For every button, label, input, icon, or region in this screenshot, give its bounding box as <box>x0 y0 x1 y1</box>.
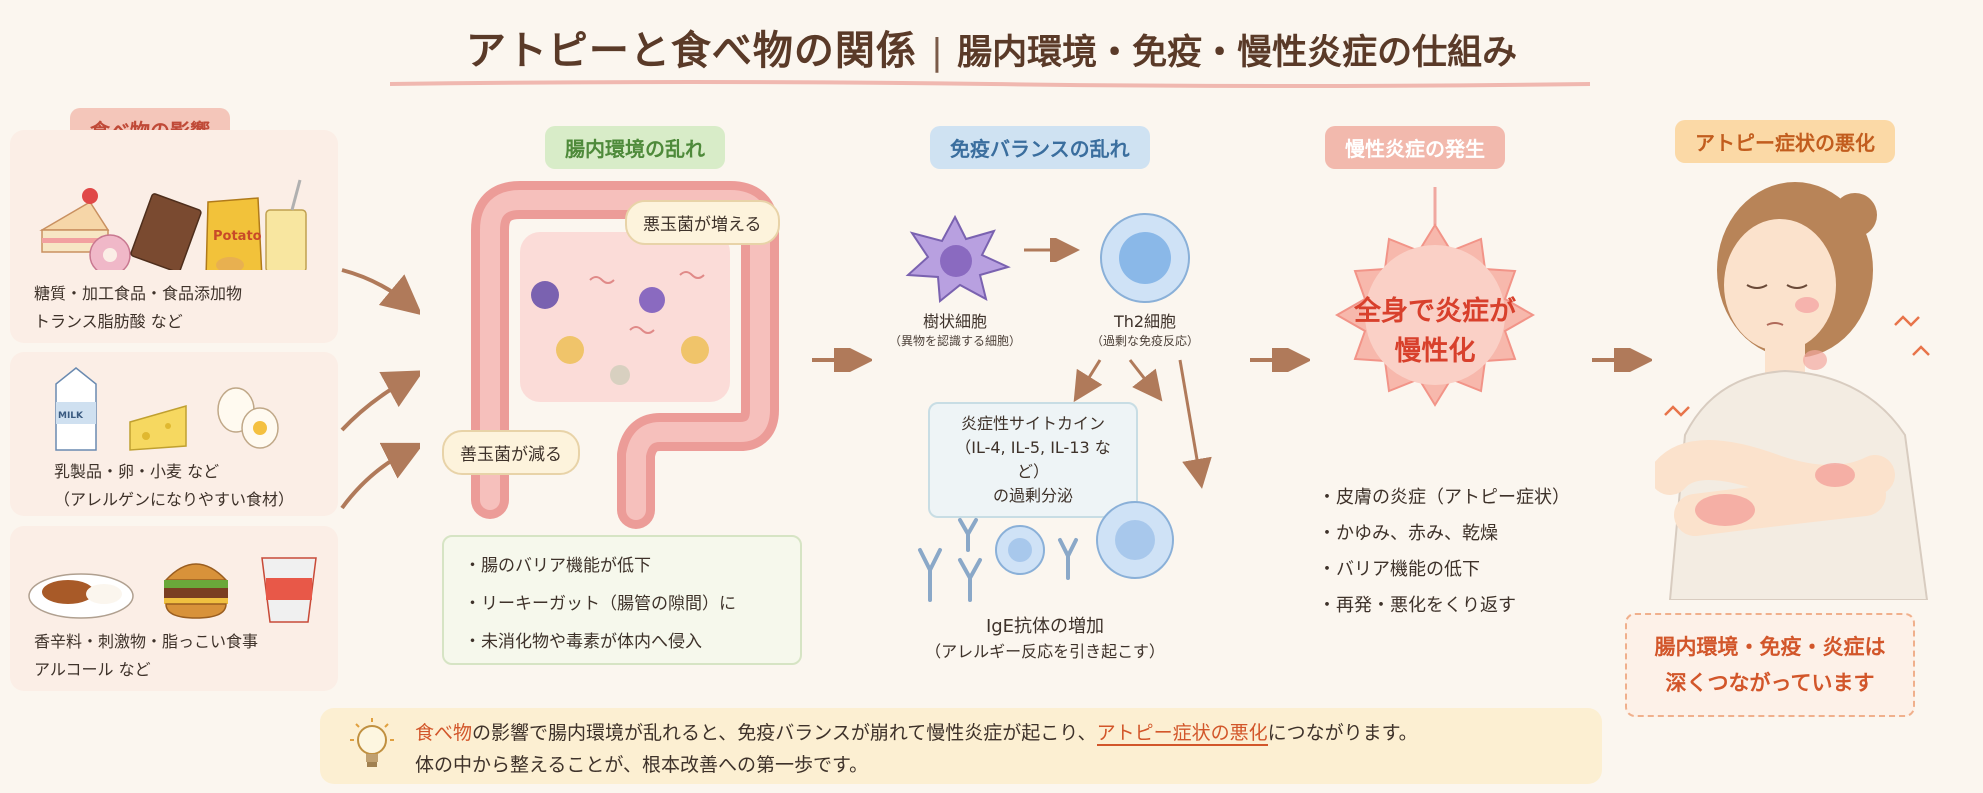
ige-label: IgE抗体の増加 <box>985 616 1105 637</box>
gut-note: ・未消化物や毒素が体内へ侵入 <box>464 632 702 652</box>
gut-note: ・腸のバリア機能が低下 <box>464 556 651 576</box>
food-group-sugar-text: 糖質・加工食品・食品添加物 トランス脂肪酸 など <box>34 280 242 336</box>
inflammation-burst-icon <box>1334 187 1536 407</box>
food-group-sugar-line2: トランス脂肪酸 など <box>34 312 183 331</box>
burst-line: 慢性化 <box>1394 336 1476 367</box>
potato-package-label: Potato <box>213 229 262 244</box>
inflammation-bullet: ・バリア機能の低下 <box>1318 559 1480 580</box>
itching-person-illustration <box>1655 182 1930 600</box>
food-group-allergen: MILK 乳製品・卵・小麦 など （アレルゲンになりやすい食材） <box>10 352 338 516</box>
weak-bacteria-icon <box>610 365 630 385</box>
conclusion-line: 深くつながっています <box>1665 671 1875 695</box>
inflammation-bullet: ・再発・悪化をくり返す <box>1318 595 1516 616</box>
title-sub: 腸内環境・免疫・慢性炎症の仕組み <box>957 33 1518 73</box>
food-group-spicy-line1: 香辛料・刺激物・脂っこい食事 <box>34 632 259 651</box>
footer-highlight-food: 食べ物 <box>415 722 473 744</box>
footer-text: の影響で腸内環境が乱れると、免疫バランスが崩れて慢性炎症が起こり、 <box>472 722 1097 744</box>
milk-carton-label: MILK <box>58 411 84 421</box>
immune-to-inflammation-arrow <box>1250 348 1310 372</box>
inflammation-bullets: ・皮膚の炎症（アトピー症状） ・かゆみ、赤み、乾燥 ・バリア機能の低下 ・再発・… <box>1318 480 1570 624</box>
food-group-allergen-line1: 乳製品・卵・小麦 など <box>54 462 220 481</box>
food-group-spicy-text: 香辛料・刺激物・脂っこい食事 アルコール など <box>34 628 258 684</box>
bad-bacteria-icon <box>531 281 559 309</box>
inflammation-bullet: ・皮膚の炎症（アトピー症状） <box>1318 487 1570 508</box>
gut-header: 腸内環境の乱れ <box>545 126 725 169</box>
allergen-foods-illustration: MILK <box>55 367 279 451</box>
ige-sub: （アレルギー反応を引き起こす） <box>925 642 1165 661</box>
conclusion-box: 腸内環境・免疫・炎症は 深くつながっています <box>1625 613 1915 717</box>
th2-cell-sub: （過剰な免疫反応） <box>1090 334 1199 348</box>
cytokine-line: 炎症性サイトカイン <box>960 414 1105 433</box>
inflammation-bullet: ・かゆみ、赤み、乾燥 <box>1318 523 1498 544</box>
food-group-spicy: 香辛料・刺激物・脂っこい食事 アルコール など <box>10 526 338 691</box>
dendritic-to-th2-arrow <box>1024 238 1080 262</box>
footer-line1: 食べ物の影響で腸内環境が乱れると、免疫バランスが崩れて慢性炎症が起こり、アトピー… <box>415 718 1418 746</box>
processed-foods-illustration: Potato <box>39 179 307 270</box>
food-group-allergen-text: 乳製品・卵・小麦 など （アレルゲンになりやすい食材） <box>54 458 294 514</box>
dendritic-cell-icon <box>905 214 1011 303</box>
food-to-gut-arrows <box>340 268 420 510</box>
lightbulb-icon <box>350 718 394 767</box>
title-main: アトピーと食べ物の関係 <box>465 28 917 74</box>
good-bacteria-bubble: 善玉菌が減る <box>442 430 580 475</box>
food-group-spicy-line2: アルコール など <box>34 660 151 679</box>
inflammation-to-symptoms-arrow <box>1592 348 1652 372</box>
th2-cell-icon <box>1100 213 1190 303</box>
good-bacteria-icon <box>681 336 709 364</box>
footer-highlight-symptom: アトピー症状の悪化 <box>1096 722 1268 746</box>
cytokine-line: （IL-4, IL-5, IL-13 など） <box>955 438 1111 481</box>
th2-branch-arrows <box>1073 359 1212 489</box>
food-group-sugar-line1: 糖質・加工食品・食品添加物 <box>34 284 243 303</box>
page-title: アトピーと食べ物の関係 | 腸内環境・免疫・慢性炎症の仕組み <box>0 18 1983 76</box>
food-group-allergen-line2: （アレルゲンになりやすい食材） <box>54 490 295 509</box>
burst-line: 全身で炎症が <box>1354 296 1516 327</box>
cytokine-line: の過剰分泌 <box>992 486 1073 505</box>
gut-to-immune-arrow <box>812 348 872 372</box>
gut-note: ・リーキーガット（腸管の隙間）に <box>464 594 736 614</box>
dendritic-cell-label: 樹状細胞 <box>922 312 987 331</box>
th2-cell-label: Th2細胞 <box>1113 312 1177 331</box>
inflammation-header: 慢性炎症の発生 <box>1325 126 1505 169</box>
ige-antibodies-illustration <box>918 501 1174 602</box>
gut-barrier-notes: ・腸のバリア機能が低下 ・リーキーガット（腸管の隙間）に ・未消化物や毒素が体内… <box>442 535 802 665</box>
title-underline <box>390 80 1590 88</box>
symptoms-header: アトピー症状の悪化 <box>1675 120 1895 163</box>
bad-bacteria-icon <box>639 287 665 313</box>
food-group-sugar: Potato 糖質・加工食品・食品添加物 トランス脂肪酸 など <box>10 130 338 343</box>
cytokine-box: 炎症性サイトカイン （IL-4, IL-5, IL-13 など） の過剰分泌 <box>928 402 1138 518</box>
good-bacteria-icon <box>556 336 584 364</box>
footer-text: につながります。 <box>1267 722 1418 744</box>
footer-line2: 体の中から整えることが、根本改善への第一歩です。 <box>415 754 869 776</box>
bad-bacteria-bubble: 悪玉菌が増える <box>625 200 780 245</box>
spicy-foods-illustration <box>28 557 317 623</box>
conclusion-line: 腸内環境・免疫・炎症は <box>1654 635 1886 659</box>
immune-header: 免疫バランスの乱れ <box>930 126 1150 169</box>
intestine-illustration <box>471 181 779 529</box>
dendritic-cell-sub: （異物を認識する細胞） <box>888 334 1021 348</box>
title-separator: | <box>930 32 944 73</box>
summary-footer: 食べ物の影響で腸内環境が乱れると、免疫バランスが崩れて慢性炎症が起こり、アトピー… <box>320 708 1602 784</box>
inflammation-burst-text: 全身で炎症が 慢性化 <box>1305 292 1565 372</box>
